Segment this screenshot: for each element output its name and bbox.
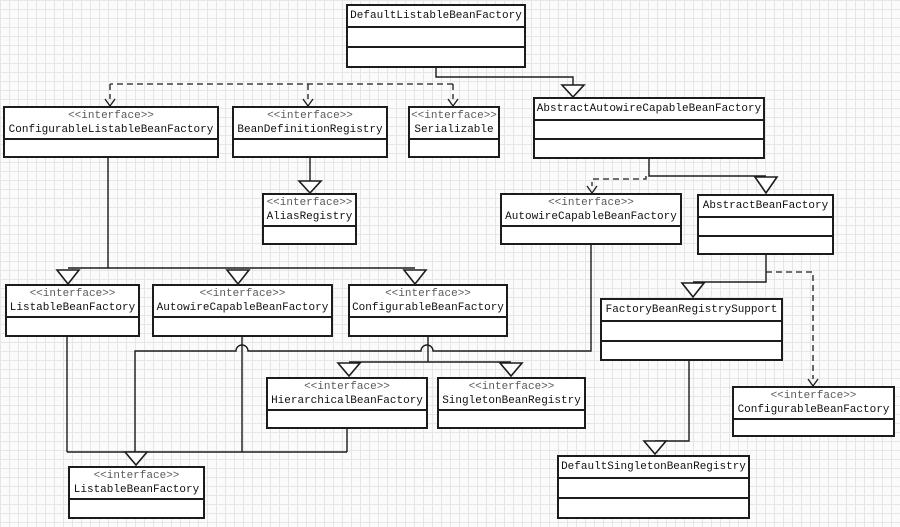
class-name: Serializable: [414, 124, 494, 136]
class-name: SingletonBeanRegistry: [442, 395, 581, 407]
interface-configurable-listable-bean-factory[interactable]: <<interface>> ConfigurableListableBeanFa…: [3, 106, 219, 158]
interface-hierarchical-bean-factory[interactable]: <<interface>> HierarchicalBeanFactory: [266, 377, 428, 429]
edge-abf-implements-cbf-right: [766, 271, 814, 379]
methods-compartment: [699, 234, 832, 253]
stereotype-label: <<interface>>: [770, 390, 857, 402]
class-factory-bean-registry-support[interactable]: FactoryBeanRegistrySupport: [600, 298, 783, 361]
class-name: ConfigurableBeanFactory: [352, 302, 504, 314]
edge-aacbf-extends-abf: [648, 159, 766, 177]
class-name: AbstractBeanFactory: [702, 200, 829, 212]
class-name: DefaultListableBeanFactory: [350, 10, 522, 22]
edge-acbf-top-to-bottom-lbf: [134, 245, 592, 452]
members-compartment: [234, 138, 386, 156]
triangle-into-hierarchical: [336, 362, 362, 378]
stereotype-label: <<interface>>: [199, 288, 286, 300]
edge-dlbf-extends-aacbf: [435, 68, 574, 85]
edge-abf-extends-fbrs: [693, 255, 767, 283]
class-name: AbstractAutowireCapableBeanFactory: [536, 103, 762, 115]
triangle-into-aliasregistry: [297, 180, 323, 195]
triangle-into-fbrs: [680, 282, 706, 299]
fields-compartment: [559, 477, 748, 497]
members-compartment: [154, 316, 331, 335]
stereotype-label: <<interface>>: [267, 110, 353, 122]
class-name: DefaultSingletonBeanRegistry: [561, 461, 746, 473]
class-name: ConfigurableListableBeanFactory: [8, 124, 214, 136]
interface-serializable[interactable]: <<interface>> Serializable: [408, 106, 500, 158]
stereotype-label: <<interface>>: [93, 470, 180, 482]
interface-listable-bean-factory-mid[interactable]: <<interface>> ListableBeanFactory: [5, 284, 140, 337]
members-compartment: [410, 138, 498, 156]
interface-listable-bean-factory-bottom[interactable]: <<interface>> ListableBeanFactory: [68, 466, 205, 519]
members-compartment: [5, 138, 217, 156]
stereotype-label: <<interface>>: [266, 197, 353, 209]
stereotype-label: <<interface>>: [29, 288, 116, 300]
stereotype-label: <<interface>>: [548, 197, 634, 209]
arrow-into-bdr: [302, 98, 314, 108]
interface-alias-registry[interactable]: <<interface>> AliasRegistry: [262, 193, 357, 245]
interface-autowire-capable-bean-factory-top[interactable]: <<interface>> AutowireCapableBeanFactory: [500, 193, 682, 245]
class-name: ListableBeanFactory: [9, 302, 136, 314]
triangle-into-acbf-mid: [225, 269, 251, 286]
fields-compartment: [348, 26, 524, 46]
methods-compartment: [602, 339, 781, 359]
fields-compartment: [535, 119, 763, 138]
interface-configurable-bean-factory-mid[interactable]: <<interface>> ConfigurableBeanFactory: [348, 284, 508, 337]
interface-singleton-bean-registry[interactable]: <<interface>> SingletonBeanRegistry: [437, 377, 586, 429]
class-default-singleton-bean-registry[interactable]: DefaultSingletonBeanRegistry: [557, 455, 750, 519]
members-compartment: [502, 225, 680, 243]
triangle-into-abf: [753, 176, 779, 195]
members-compartment: [264, 225, 355, 243]
edge-cbf-extends-pair: [349, 337, 511, 363]
class-name: AutowireCapableBeanFactory: [156, 302, 329, 314]
edge-clbf-extends-trio: [68, 158, 415, 269]
arrow-into-acbf-top: [586, 185, 598, 195]
triangle-into-lbf-mid: [55, 269, 81, 286]
members-compartment: [734, 418, 893, 435]
methods-compartment: [348, 46, 524, 66]
edge-fbrs-extends-dsbr: [655, 361, 690, 442]
interface-bean-definition-registry[interactable]: <<interface>> BeanDefinitionRegistry: [232, 106, 388, 158]
fields-compartment: [602, 320, 781, 340]
class-name: FactoryBeanRegistrySupport: [605, 304, 778, 316]
members-compartment: [70, 498, 203, 517]
interface-autowire-capable-bean-factory-mid[interactable]: <<interface>> AutowireCapableBeanFactory: [152, 284, 333, 337]
triangle-into-dsbr: [642, 440, 668, 456]
triangle-into-aacbf: [560, 84, 586, 99]
class-name: BeanDefinitionRegistry: [237, 124, 383, 136]
members-compartment: [7, 316, 138, 335]
interface-configurable-bean-factory-right[interactable]: <<interface>> ConfigurableBeanFactory: [732, 386, 895, 437]
arrow-into-clbf: [104, 98, 116, 108]
class-name: AutowireCapableBeanFactory: [505, 211, 677, 223]
edge-trunk-to-bottom-lbf: [66, 337, 348, 453]
class-abstract-bean-factory[interactable]: AbstractBeanFactory: [697, 194, 834, 255]
arrow-into-cbf-right: [807, 378, 819, 388]
triangle-into-cbf-mid: [402, 269, 428, 286]
triangle-into-bottom-lbf: [123, 451, 149, 467]
methods-compartment: [535, 138, 763, 157]
class-default-listable-bean-factory[interactable]: DefaultListableBeanFactory: [346, 4, 526, 68]
stereotype-label: <<interface>>: [411, 110, 497, 122]
stereotype-label: <<interface>>: [468, 381, 555, 393]
class-abstract-autowire-capable-bean-factory[interactable]: AbstractAutowireCapableBeanFactory: [533, 97, 765, 159]
arrow-into-serializable: [447, 98, 459, 108]
class-name: ListableBeanFactory: [73, 484, 200, 496]
members-compartment: [268, 409, 426, 427]
edge-aacbf-implements-acbf: [591, 176, 647, 186]
stereotype-label: <<interface>>: [385, 288, 471, 300]
class-name: AliasRegistry: [266, 211, 353, 223]
class-name: HierarchicalBeanFactory: [271, 395, 423, 407]
class-name: ConfigurableBeanFactory: [737, 404, 890, 416]
stereotype-label: <<interface>>: [68, 110, 154, 122]
members-compartment: [439, 409, 584, 427]
fields-compartment: [699, 216, 832, 235]
triangle-into-singletonregistry: [498, 362, 524, 378]
members-compartment: [350, 316, 506, 335]
edge-dlbf-implements-trio: [109, 83, 454, 99]
methods-compartment: [559, 497, 748, 517]
stereotype-label: <<interface>>: [304, 381, 390, 393]
